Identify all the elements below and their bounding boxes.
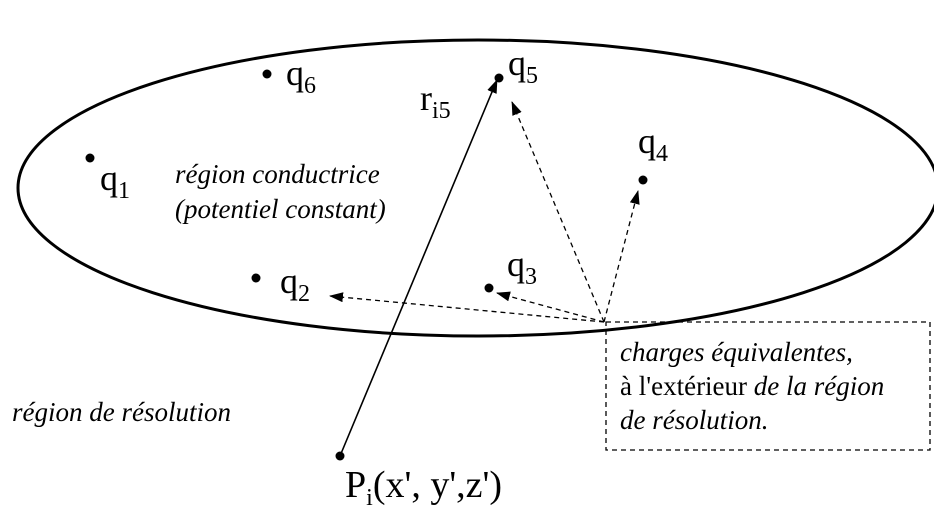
label-q3: q3 (507, 244, 537, 290)
dashed-arrow-to-q4 (603, 190, 640, 323)
conductor-label-line2: (potentiel constant) (175, 194, 386, 224)
conductor-ellipse (16, 38, 934, 338)
label-q5: q5 (508, 43, 538, 89)
vector-r-i5 (339, 79, 498, 457)
label-q1: q1 (100, 158, 130, 204)
equivalent-charges-box (605, 321, 931, 451)
label-q6: q6 (286, 53, 316, 99)
resolution-region-label: région de résolution (12, 397, 231, 427)
charge-dot-q2 (251, 273, 261, 283)
charge-dot-q4 (638, 175, 648, 185)
label-point-pi: Pi(x', y',z') (345, 464, 502, 507)
point-dot-pi (335, 451, 345, 461)
charge-dot-q6 (262, 69, 272, 79)
equivalent-box-line2: à l'extérieur de la région (620, 371, 884, 401)
label-vector-r-i5: ri5 (420, 78, 451, 124)
equivalent-box-line3: de résolution. (620, 405, 769, 435)
label-q2: q2 (280, 261, 310, 307)
charge-dot-q5 (494, 73, 504, 83)
dashed-arrow-to-q3 (496, 291, 605, 323)
conductor-label-line1: région conductrice (175, 159, 380, 189)
dashed-arrow-to-q5 (511, 101, 605, 323)
charge-dot-q3 (484, 283, 494, 293)
dashed-arrow-to-q2 (329, 292, 605, 323)
charge-dot-q1 (85, 153, 95, 163)
label-q4: q4 (638, 121, 668, 167)
equivalent-box-line1: charges équivalentes, (620, 337, 853, 367)
